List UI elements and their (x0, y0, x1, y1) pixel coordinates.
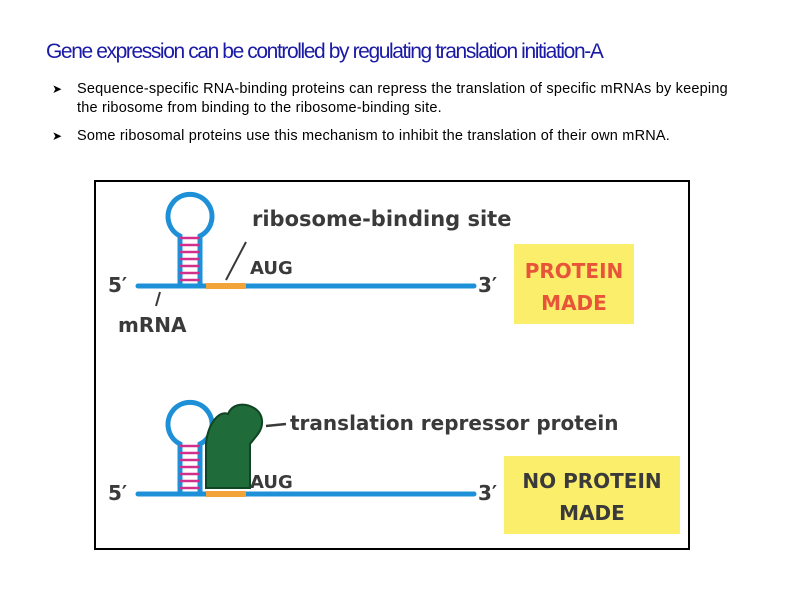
protein-made-box (514, 244, 634, 324)
mrna-pointer-line (155, 291, 161, 307)
top-panel: ribosome-binding site AUG 5′ 3′ mRNA PRO… (108, 191, 634, 337)
slide-title: Gene expression can be controlled by reg… (46, 40, 604, 63)
stem-loop-top (165, 191, 215, 289)
bullet-item: ➤ Sequence-specific RNA-binding proteins… (52, 80, 752, 118)
no-protein-made-line1: NO PROTEIN (522, 469, 661, 493)
ribosome-binding-site-label: ribosome-binding site (252, 207, 511, 231)
arrow-bullet-icon: ➤ (52, 82, 63, 96)
repressor-pointer-line (265, 422, 287, 428)
three-prime-label-top: 3′ (478, 273, 497, 297)
protein-made-line1: PROTEIN (525, 259, 624, 283)
bottom-panel: translation repressor protein AUG 5′ 3′ … (108, 399, 680, 534)
protein-made-line2: MADE (541, 291, 607, 315)
bullet-list: ➤ Sequence-specific RNA-binding proteins… (52, 80, 752, 155)
repressor-label: translation repressor protein (290, 411, 618, 435)
no-protein-made-line2: MADE (559, 501, 625, 525)
five-prime-label-top: 5′ (108, 273, 127, 297)
repressor-protein-shape (205, 403, 264, 489)
bullet-text: Some ribosomal proteins use this mechani… (77, 128, 671, 144)
translation-diagram: ribosome-binding site AUG 5′ 3′ mRNA PRO… (94, 180, 690, 550)
arrow-bullet-icon: ➤ (52, 129, 63, 143)
bullet-text: Sequence-specific RNA-binding proteins c… (77, 81, 728, 116)
aug-label-bottom: AUG (250, 472, 293, 493)
aug-label-top: AUG (250, 258, 293, 279)
mrna-label: mRNA (118, 313, 187, 337)
site-pointer-line (225, 241, 247, 281)
no-protein-made-box (504, 456, 680, 534)
bullet-item: ➤ Some ribosomal proteins use this mecha… (52, 127, 752, 146)
five-prime-label-bottom: 5′ (108, 481, 127, 505)
three-prime-label-bottom: 3′ (478, 481, 497, 505)
diagram-svg: ribosome-binding site AUG 5′ 3′ mRNA PRO… (108, 191, 680, 534)
